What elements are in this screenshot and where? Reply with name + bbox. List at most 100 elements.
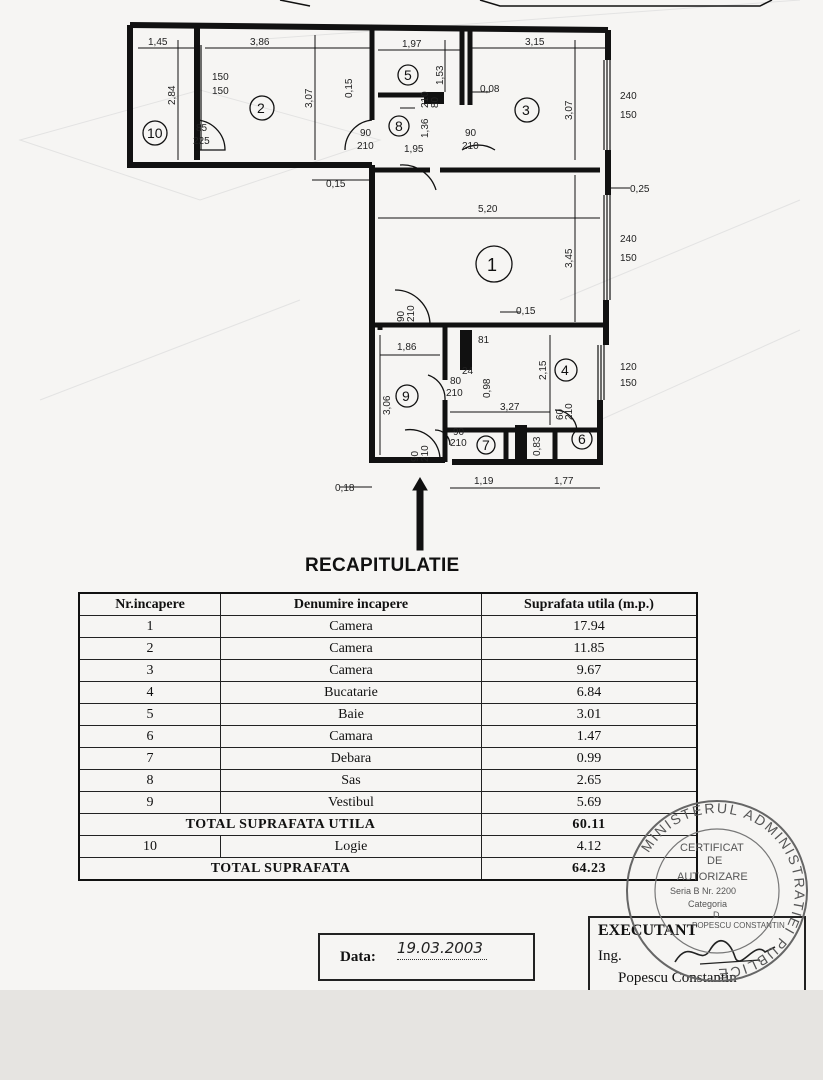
room-circle-2	[249, 95, 275, 121]
executant-name: Popescu Constantin	[618, 970, 737, 986]
room-area-cell: 1.47	[481, 725, 698, 748]
dim-label: 1,95	[404, 144, 424, 155]
floor-plan: 1 2 3 4 5 6 7 8 9 10 1,45 3,86 1,97 3,15…	[18, 0, 801, 551]
dim-label: 3,27	[500, 402, 520, 413]
dim-label: 240	[620, 91, 637, 102]
stamp-line: CERTIFICAT	[680, 842, 744, 854]
room-number-2: 2	[257, 100, 265, 116]
room-name-cell: Camara	[220, 725, 482, 748]
dim-label: 1,77	[554, 476, 574, 487]
room-number-9: 9	[402, 388, 410, 404]
dim-label: 0,15	[326, 179, 346, 190]
room-number-8: 8	[395, 118, 403, 134]
dim-label: 0,18	[335, 483, 355, 494]
dim-label: 2,15	[538, 360, 549, 380]
room-area-cell: 17.94	[481, 615, 698, 638]
room-number-1: 1	[487, 255, 497, 275]
table-row: 4 Bucatarie 6.84	[78, 681, 698, 704]
total-value: 64.23	[481, 857, 698, 881]
dim-label: 3,86	[250, 37, 270, 48]
dim-label: 150	[620, 110, 637, 121]
room-number-cell: 4	[78, 681, 221, 704]
room-number-cell: 9	[78, 791, 221, 814]
dim-label: 3,15	[525, 37, 545, 48]
room-number-6: 6	[578, 431, 586, 447]
room-number-cell: 7	[78, 747, 221, 770]
room-circle-8	[388, 115, 410, 137]
dim-label: 210	[462, 141, 479, 152]
dim-label: 1,19	[474, 476, 494, 487]
room-area-cell: 3.01	[481, 703, 698, 726]
dim-label: 2,84	[167, 85, 178, 105]
dim-label: 240	[620, 234, 637, 245]
dim-label: 210	[420, 91, 431, 108]
room-number-4: 4	[561, 362, 569, 378]
room-number-cell: 2	[78, 637, 221, 660]
room-name-cell: Camera	[220, 637, 482, 660]
dim-label: 90	[396, 310, 407, 322]
room-name-cell: Bucatarie	[220, 681, 482, 704]
dim-label: 90	[465, 128, 477, 139]
room-circle-10	[142, 120, 168, 146]
room-circle-1	[475, 245, 513, 283]
total-label: TOTAL SUPRAFATA	[78, 857, 482, 881]
stamp-line: DE	[707, 855, 722, 867]
room-area-cell: 5.69	[481, 791, 698, 814]
total-row: TOTAL SUPRAFATA 64.23	[78, 857, 698, 881]
dim-label: 80	[430, 96, 441, 108]
dim-label: 85	[196, 123, 208, 134]
room-number-10: 10	[147, 125, 163, 141]
table-row: 8 Sas 2.65	[78, 769, 698, 792]
dim-label: 210	[564, 403, 575, 420]
dim-label: 80	[450, 376, 462, 387]
dim-label: 0,15	[344, 78, 355, 98]
table-row: 6 Camara 1.47	[78, 725, 698, 748]
stamp-line: AUTORIZARE	[677, 871, 748, 883]
dim-label: 225	[193, 136, 210, 147]
room-name-cell: Logie	[220, 835, 482, 858]
dim-label: 150	[212, 86, 229, 97]
table-row: 5 Baie 3.01	[78, 703, 698, 726]
dim-label: 210	[450, 438, 467, 449]
room-circle-3	[514, 97, 540, 123]
column-header: Suprafata utila (m.p.)	[481, 592, 698, 616]
dim-label: 120	[620, 362, 637, 373]
room-circle-4	[554, 358, 578, 382]
dim-label: 24	[462, 366, 474, 377]
dim-label: 90	[360, 128, 372, 139]
room-circle-5	[397, 64, 419, 86]
dim-label: 150	[620, 378, 637, 389]
dim-label: 3,07	[564, 100, 575, 120]
room-number-3: 3	[522, 102, 530, 118]
dim-label: 81	[478, 335, 490, 346]
room-number-cell: 6	[78, 725, 221, 748]
room-name-cell: Debara	[220, 747, 482, 770]
document-page: 1 2 3 4 5 6 7 8 9 10 1,45 3,86 1,97 3,15…	[0, 0, 823, 990]
dim-label: 1,36	[420, 118, 431, 138]
dim-label: 210	[406, 305, 417, 322]
dim-label: 90	[410, 450, 421, 462]
dim-label: 0,08	[480, 84, 500, 95]
room-number-7: 7	[482, 437, 490, 453]
dim-label: 210	[420, 445, 431, 462]
signature-icon	[674, 940, 776, 965]
date-value: 19.03.2003	[397, 939, 487, 960]
executant-ing: Ing.	[598, 948, 622, 964]
date-label: Data:	[340, 949, 376, 965]
table-row: 1 Camera 17.94	[78, 615, 698, 638]
room-number-cell: 5	[78, 703, 221, 726]
dim-label: 1,86	[397, 342, 417, 353]
table-row: 7 Debara 0.99	[78, 747, 698, 770]
stamp-line: POPESCU CONSTANTIN	[692, 921, 785, 930]
dim-label: 150	[620, 253, 637, 264]
total-util-label: TOTAL SUPRAFATA UTILA	[78, 813, 482, 836]
dim-label: 210	[357, 141, 374, 152]
dim-label: 150	[212, 72, 229, 83]
date-box: Data: 19.03.2003	[318, 933, 535, 981]
table-row: 9 Vestibul 5.69	[78, 791, 698, 814]
dim-label: 60	[555, 408, 566, 420]
table-header-row: Nr.incapere Denumire incapere Suprafata …	[78, 592, 698, 616]
table-row: 2 Camera 11.85	[78, 637, 698, 660]
column-header: Nr.incapere	[78, 592, 221, 616]
column-header: Denumire incapere	[220, 592, 482, 616]
